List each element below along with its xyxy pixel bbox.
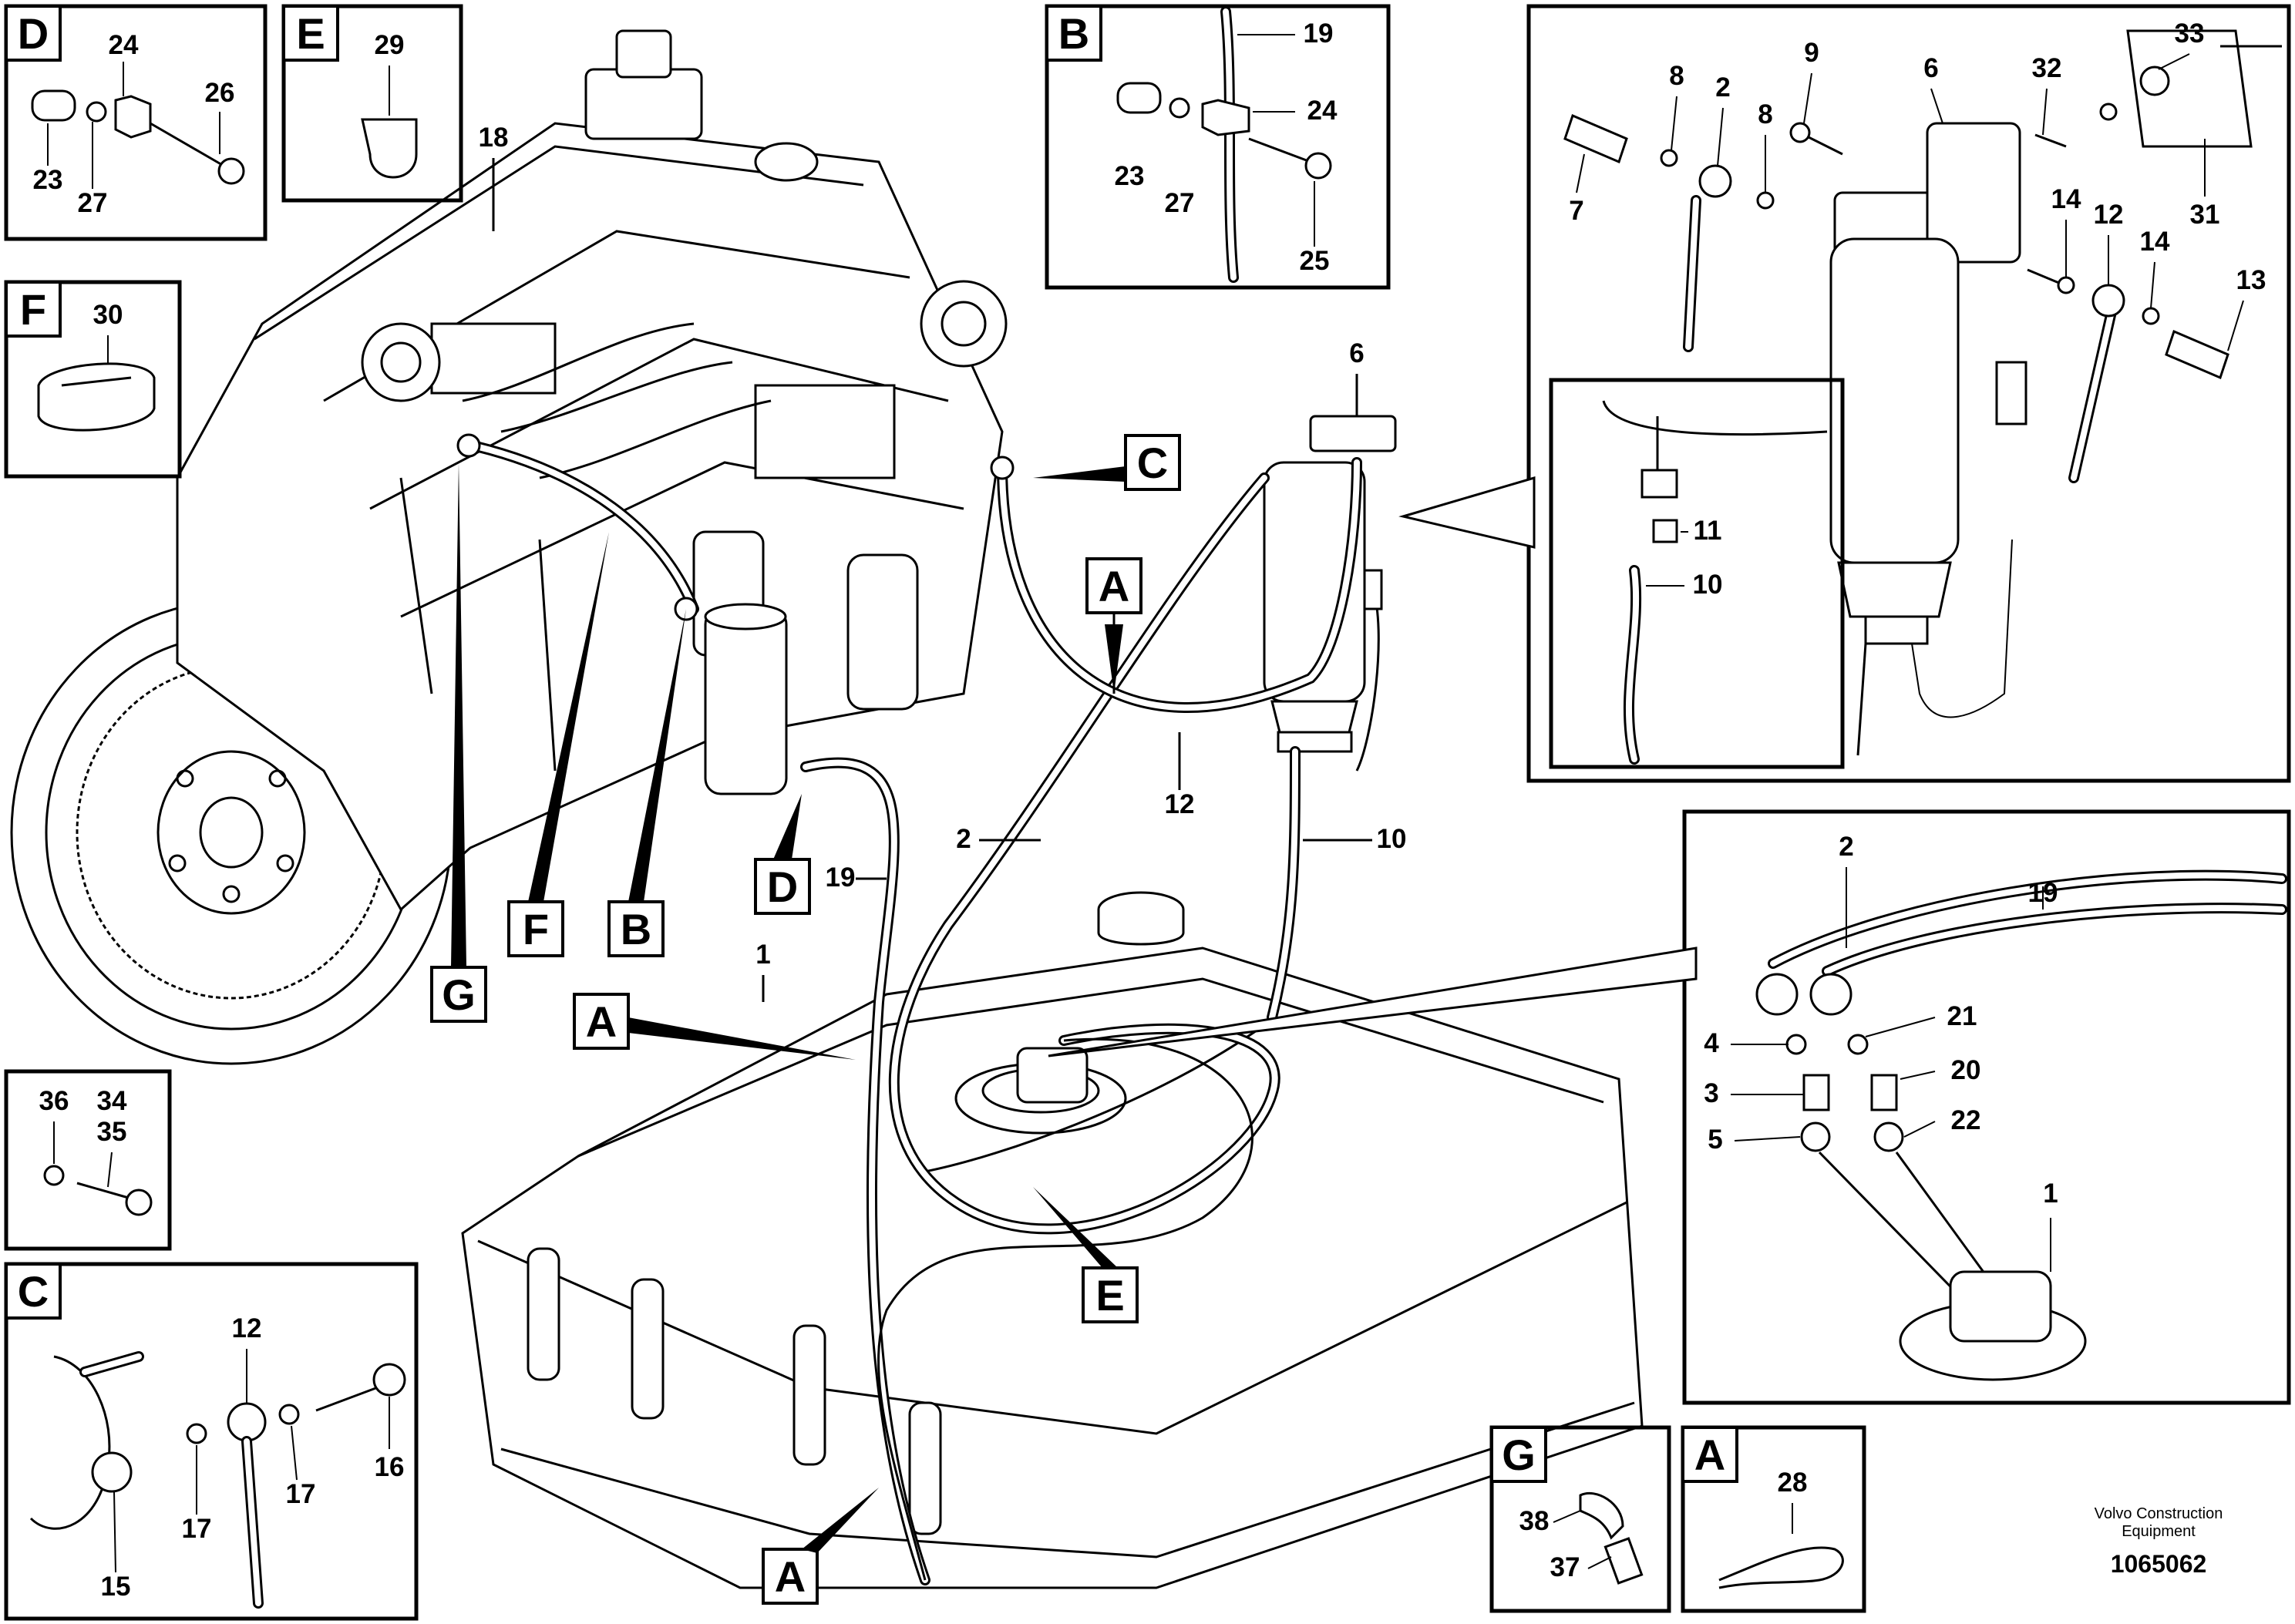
detail-e-letter: E [296, 9, 325, 58]
part-number-27: 27 [1165, 188, 1195, 218]
detail-f: F 30 [4, 280, 182, 479]
callout-a-middle: A [586, 997, 617, 1046]
sender-detail: 2 19 21 4 20 3 5 22 1 [1048, 809, 2291, 1405]
part-number-9: 9 [1804, 38, 1819, 68]
detail-d: D 24 26 23 27 [4, 4, 268, 241]
part-number-19: 19 [1304, 18, 1334, 49]
part-number-12: 12 [2094, 200, 2124, 230]
detail-g-letter: G [1502, 1431, 1536, 1479]
part-number-4: 4 [1704, 1028, 1719, 1058]
detail-c-letter: C [18, 1267, 49, 1316]
part-number-2: 2 [956, 824, 971, 854]
part-number-12: 12 [1165, 789, 1195, 819]
part-number-13: 13 [2236, 265, 2266, 295]
part-number-6: 6 [1349, 338, 1364, 368]
callout-f: F [523, 905, 549, 953]
callout-e: E [1095, 1271, 1124, 1320]
part-number-11: 11 [1694, 516, 1722, 546]
detail-c: C 12 16 17 17 15 [4, 1262, 419, 1621]
main-callouts: C A D F B G A E A [430, 434, 1181, 1605]
callout-box-a-upper [1085, 557, 1142, 614]
part-number-14: 14 [2051, 184, 2081, 214]
detail-b-letter: B [1058, 9, 1089, 58]
fuel-tank-illustration [461, 891, 1644, 1589]
part-number-17: 17 [286, 1479, 316, 1509]
part-number-29: 29 [375, 30, 405, 60]
callout-box-c [1124, 434, 1181, 491]
part-number-1: 1 [755, 940, 770, 970]
part-number-7: 7 [1569, 196, 1583, 226]
part-number-20: 20 [1951, 1055, 1981, 1085]
callout-b: B [621, 905, 651, 953]
part-number-1: 1 [2043, 1178, 2058, 1209]
callout-a-upper: A [1099, 562, 1129, 610]
callout-box-d [754, 858, 811, 915]
part-number-26: 26 [205, 78, 235, 108]
callout-g: G [442, 970, 476, 1019]
callout-a-lower: A [775, 1552, 806, 1601]
callout-box-a-lower [762, 1548, 819, 1605]
part-number-6: 6 [1923, 53, 1938, 83]
detail-d-letter: D [18, 9, 49, 58]
detail-e: E 29 [281, 4, 463, 203]
part-number-27: 27 [78, 188, 108, 218]
part-number-36: 36 [39, 1086, 69, 1116]
part-number-23: 23 [1115, 161, 1145, 191]
part-number-34: 34 [97, 1086, 127, 1116]
part-number-12: 12 [232, 1313, 262, 1343]
part-number-15: 15 [101, 1572, 131, 1602]
part-number-35: 35 [97, 1117, 127, 1147]
part-number-25: 25 [1300, 246, 1330, 276]
part-number-14: 14 [2140, 227, 2170, 257]
detail-f-letter: F [20, 285, 46, 334]
filter-detail: 33 9 6 8 2 8 32 31 7 14 12 14 13 11 10 [1398, 4, 2291, 783]
publisher-line-2: Equipment [2122, 1523, 2196, 1540]
detail-a-letter: A [1694, 1431, 1725, 1479]
part-number-37: 37 [1550, 1552, 1580, 1582]
detail-b: B 19 23 24 27 25 [1045, 4, 1391, 290]
part-number-32: 32 [2032, 53, 2062, 83]
part-number-30: 30 [93, 300, 123, 330]
footer: Volvo Construction Equipment 1065062 [2095, 1505, 2223, 1578]
callout-d: D [767, 862, 798, 911]
part-number-16: 16 [375, 1452, 405, 1482]
callout-box-e [1082, 1266, 1139, 1323]
part-number-8: 8 [1669, 61, 1684, 91]
part-number-31: 31 [2190, 200, 2220, 230]
part-number-18: 18 [479, 123, 509, 153]
part-number-2: 2 [1839, 832, 1853, 862]
part-number-2: 2 [1715, 72, 1730, 103]
part-number-8: 8 [1758, 99, 1772, 129]
part-number-38: 38 [1519, 1506, 1550, 1536]
part-number-24: 24 [1307, 96, 1338, 126]
part-number-33: 33 [2175, 18, 2205, 49]
publisher-line-1: Volvo Construction [2095, 1505, 2223, 1522]
part-number-17: 17 [182, 1514, 212, 1544]
part-number-10: 10 [1693, 570, 1723, 600]
fuel-filter-main-illustration [800, 415, 1397, 1585]
engine-illustration [10, 29, 1008, 1065]
detail-bolt: 36 34 35 [4, 1069, 172, 1251]
part-number-21: 21 [1947, 1001, 1977, 1031]
detail-a: A 28 [1681, 1425, 1866, 1613]
part-number-19: 19 [826, 862, 856, 893]
part-number-28: 28 [1778, 1468, 1808, 1498]
figure-id: 1065062 [2111, 1550, 2207, 1578]
main-part-labels: 18 6 12 2 10 19 1 [479, 123, 1407, 1002]
callout-c: C [1137, 439, 1168, 487]
part-number-10: 10 [1377, 824, 1407, 854]
callout-box-f [507, 900, 564, 957]
detail-g: G 38 37 [1489, 1425, 1671, 1613]
part-number-22: 22 [1951, 1105, 1981, 1135]
part-number-5: 5 [1708, 1125, 1722, 1155]
part-number-24: 24 [109, 30, 139, 60]
part-number-3: 3 [1704, 1078, 1718, 1108]
part-number-23: 23 [33, 165, 63, 195]
callout-box-a-middle [573, 993, 630, 1050]
